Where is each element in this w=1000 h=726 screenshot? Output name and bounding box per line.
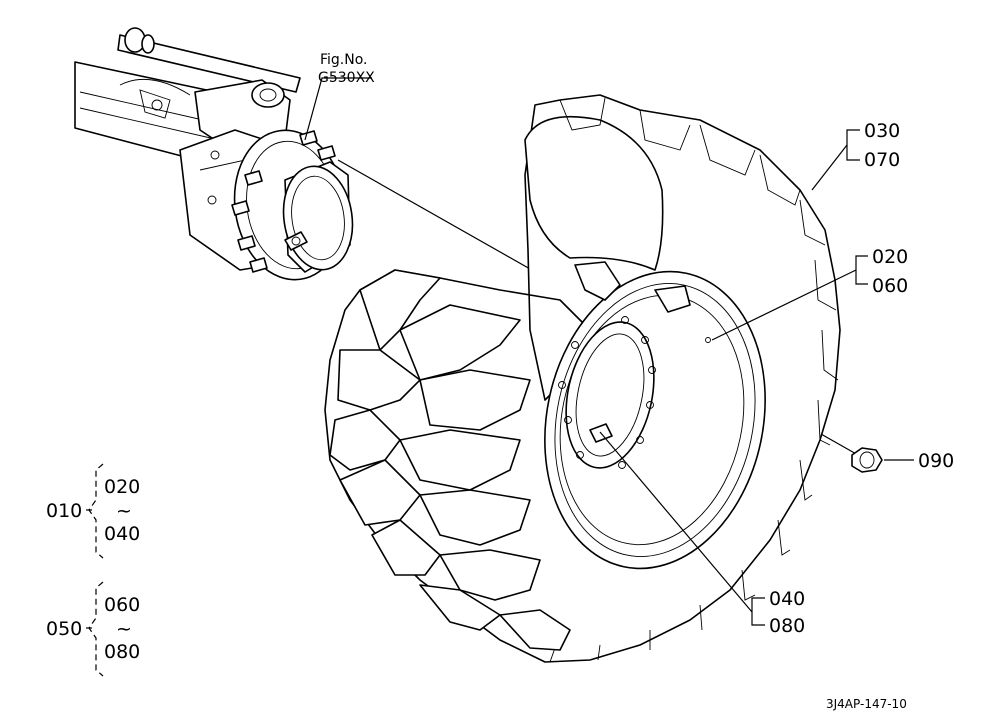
callout-020-060: 020 060 <box>711 246 908 341</box>
group-050-tilde: ~ <box>116 618 132 640</box>
group-010-tilde: ~ <box>116 500 132 522</box>
label-030: 030 <box>864 120 900 142</box>
label-080: 080 <box>769 615 805 637</box>
group-010-to: 040 <box>104 523 140 545</box>
label-090: 090 <box>918 450 954 472</box>
group-050: 050 060 ~ 080 <box>46 581 140 677</box>
wheel-nut <box>851 447 883 473</box>
wheel-disc <box>544 261 766 570</box>
group-010-id: 010 <box>46 500 82 522</box>
callout-040-080: 040 080 <box>599 431 805 637</box>
callout-090: 090 <box>884 450 954 472</box>
drawing-code: 3J4AP-147-10 <box>826 697 907 711</box>
label-070: 070 <box>864 149 900 171</box>
fig-no-value: G530XX <box>318 70 375 86</box>
axle-assembly <box>74 27 354 281</box>
callout-030-070: 030 070 <box>811 120 900 191</box>
group-050-to: 080 <box>104 641 140 663</box>
group-010-from: 020 <box>104 476 140 498</box>
group-050-from: 060 <box>104 594 140 616</box>
group-010: 010 020 ~ 040 <box>46 463 140 559</box>
label-020: 020 <box>872 246 908 268</box>
fig-no-label: Fig.No. <box>320 52 368 68</box>
label-060: 060 <box>872 275 908 297</box>
label-040: 040 <box>769 588 805 610</box>
fig-no-callout: Fig.No. G530XX <box>304 52 375 141</box>
group-050-id: 050 <box>46 618 82 640</box>
